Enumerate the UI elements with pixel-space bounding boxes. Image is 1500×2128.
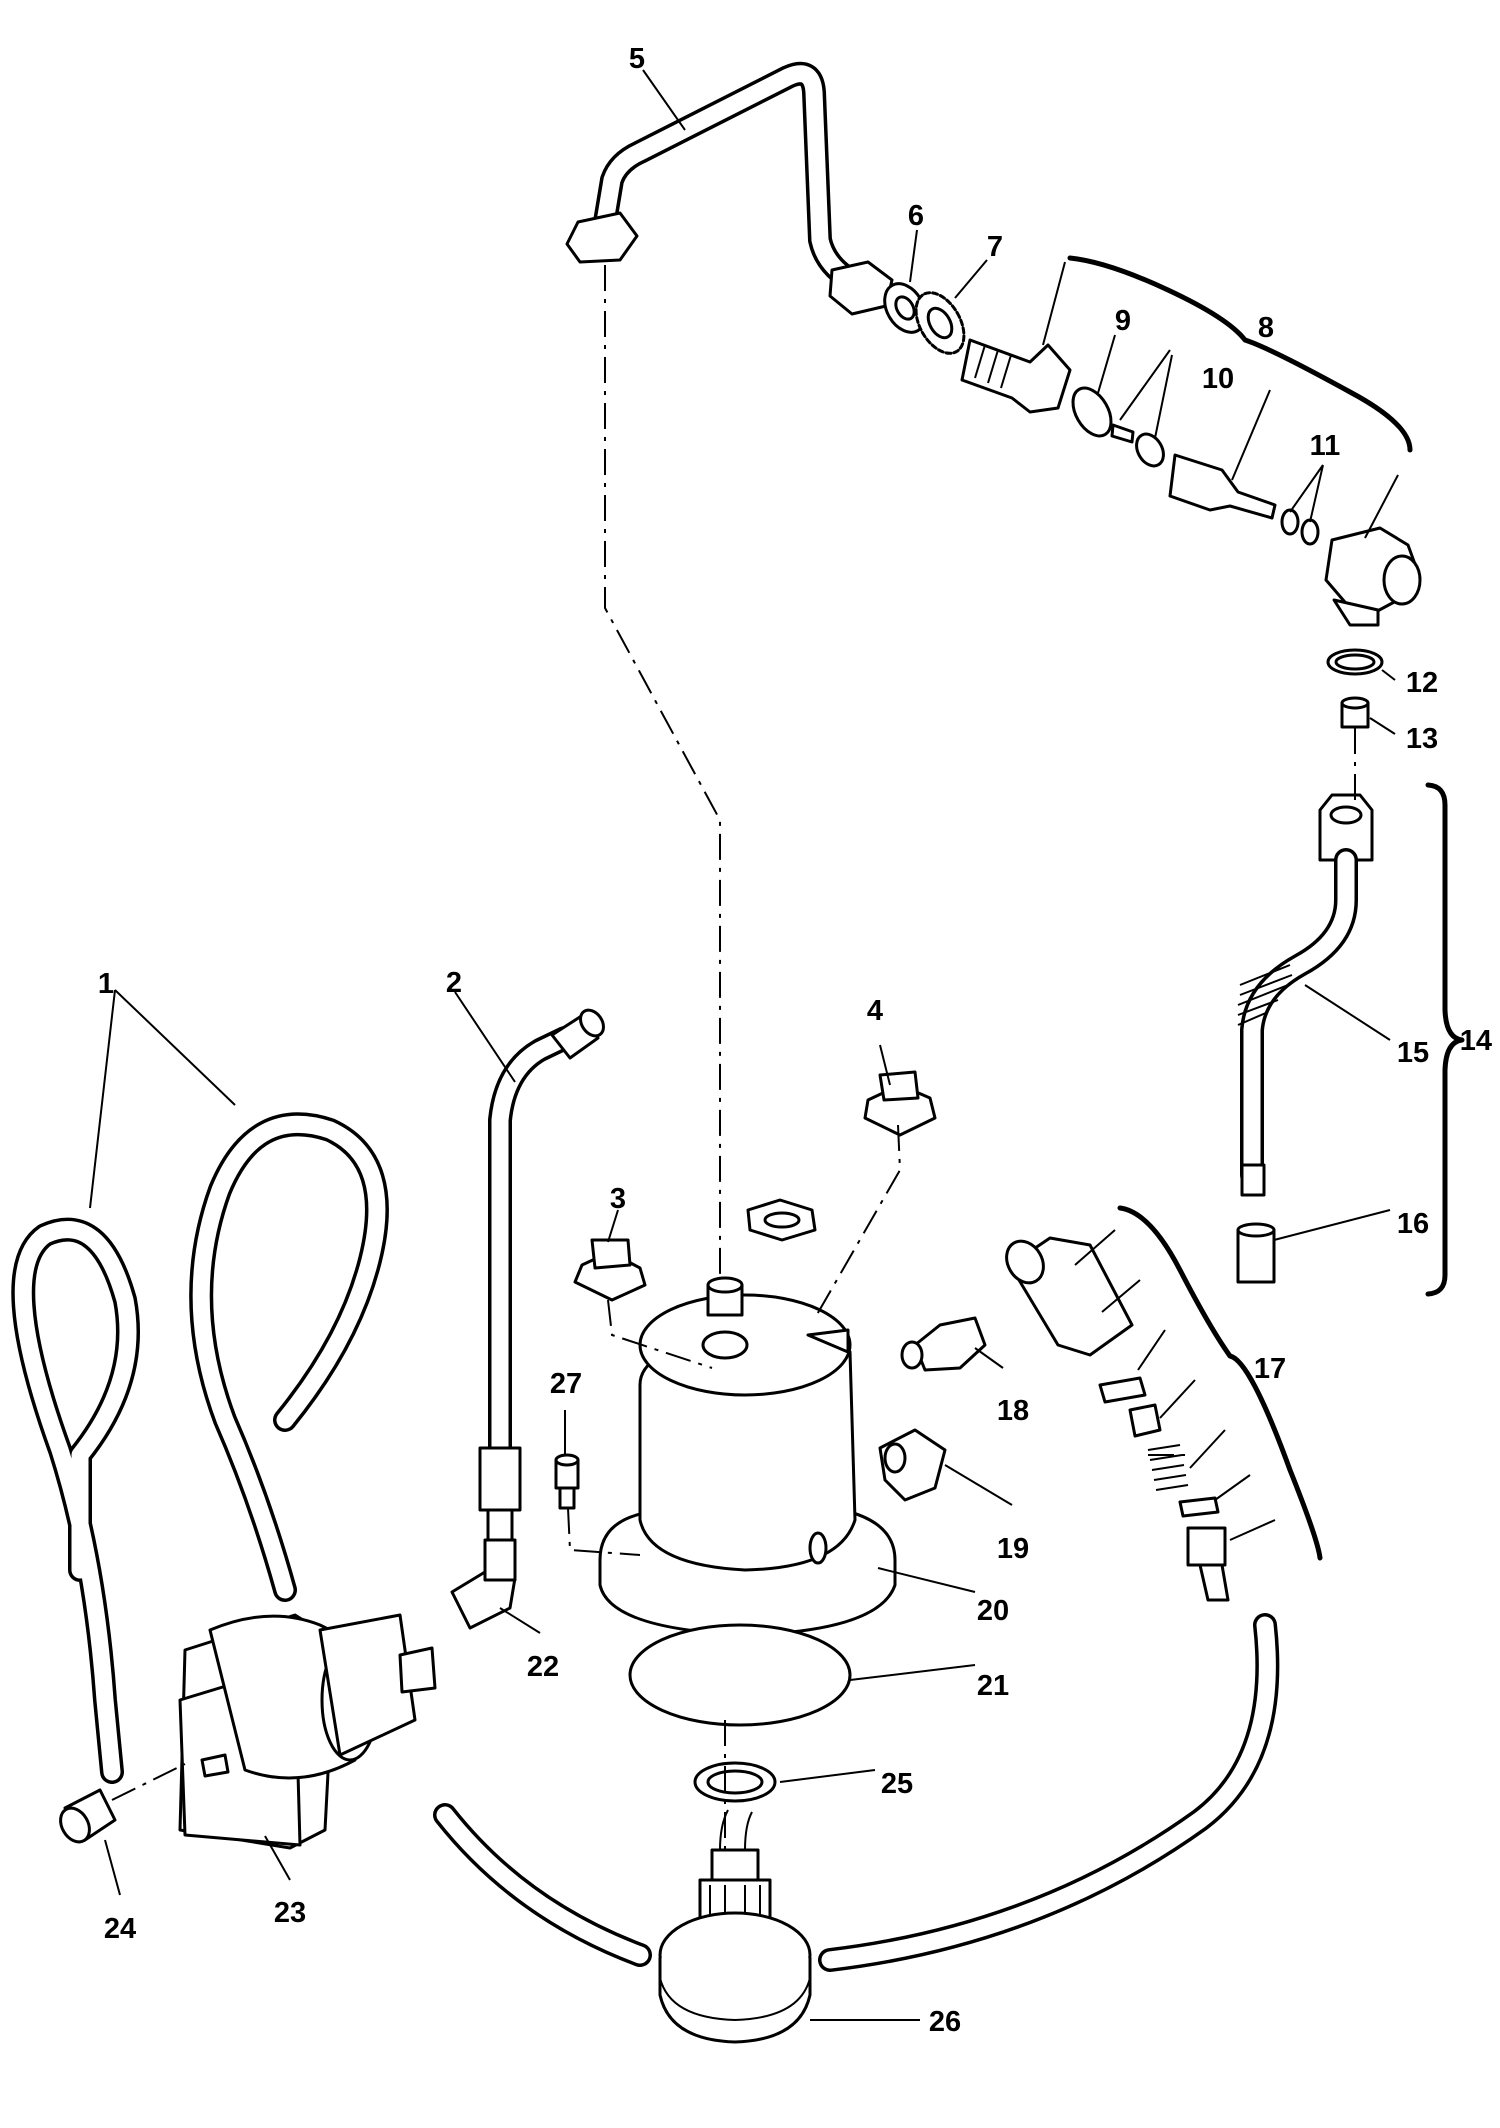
callout-26: 26 (929, 2006, 961, 2038)
callout-23: 23 (274, 1897, 306, 1929)
drain-tube-part (433, 1613, 1280, 1972)
callout-5: 5 (629, 43, 645, 75)
bracket-17 (1117, 1205, 1323, 1561)
lock-washer-part (914, 291, 966, 355)
callout-4: 4 (867, 995, 883, 1027)
steam-pipe-part (565, 61, 894, 316)
valve-assembly-part (960, 338, 1422, 627)
thermostat-part (863, 1070, 937, 1137)
callout-16: 16 (1397, 1208, 1429, 1240)
pump-part (178, 1613, 437, 1850)
gasket-part (628, 1623, 852, 1727)
heating-element-part (658, 1809, 812, 2044)
callout-24: 24 (104, 1913, 136, 1945)
end-cap-part (59, 1788, 117, 1844)
callout-12: 12 (1406, 667, 1438, 699)
fitting-part (900, 1316, 987, 1372)
callout-6: 6 (908, 200, 924, 232)
callout-1: 1 (98, 968, 114, 1000)
thermostat-part (573, 1238, 647, 1302)
o-ring-part (1326, 648, 1384, 676)
steam-wand-part (1237, 793, 1374, 1197)
callout-11: 11 (1310, 430, 1341, 462)
callout-22: 22 (527, 1651, 559, 1683)
screw-part (554, 1453, 580, 1510)
callout-19: 19 (997, 1533, 1029, 1565)
thermostat-part (878, 1428, 947, 1502)
callout-9: 9 (1115, 305, 1131, 337)
callout-18: 18 (997, 1395, 1029, 1427)
callout-10: 10 (1202, 363, 1234, 395)
seal-part (693, 1761, 777, 1803)
hex-nut-part (746, 1198, 817, 1242)
elbow-fitting-part (450, 1538, 517, 1630)
callout-15: 15 (1397, 1037, 1429, 1069)
pressure-valve-part (1005, 1236, 1230, 1602)
callout-21: 21 (977, 1670, 1009, 1702)
tip-part (1236, 1222, 1276, 1284)
boiler-part (598, 1276, 897, 1637)
silicone-tube-part (11, 1112, 389, 1784)
callout-2: 2 (446, 967, 462, 999)
bracket-8 (1067, 255, 1413, 453)
assembly-lines (111, 265, 1356, 1850)
callout-7: 7 (987, 231, 1003, 263)
leader-lines (89, 69, 1399, 2021)
callout-13: 13 (1406, 723, 1438, 755)
callout-20: 20 (977, 1595, 1009, 1627)
callout-14: 14 (1460, 1025, 1492, 1057)
callout-labels: 1 2 3 4 5 6 7 8 9 10 11 12 13 14 15 16 1… (98, 43, 1492, 2038)
callout-27: 27 (550, 1368, 582, 1400)
bracket-14 (1425, 782, 1465, 1297)
callout-3: 3 (610, 1183, 626, 1215)
callout-25: 25 (881, 1768, 913, 1800)
callout-17: 17 (1254, 1353, 1286, 1385)
bushing-part (1340, 696, 1370, 729)
callout-8: 8 (1258, 312, 1274, 344)
